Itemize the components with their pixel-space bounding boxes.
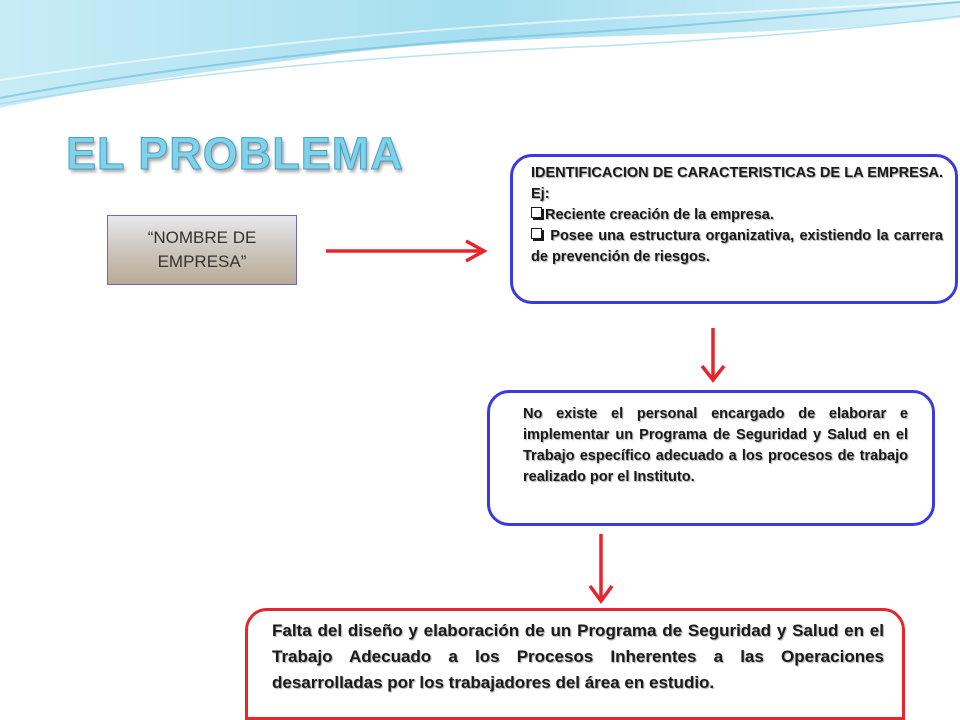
company-name-box: “NOMBRE DE EMPRESA” bbox=[107, 215, 297, 285]
identification-bullet-1-text: Reciente creación de la empresa. bbox=[545, 207, 774, 223]
right-arrow bbox=[326, 239, 488, 263]
identification-box: IDENTIFICACION DE CARACTERISTICAS DE LA … bbox=[510, 154, 958, 304]
identification-bullet-2: Posee una estructura organizativa, exist… bbox=[531, 226, 943, 268]
down-arrow-2 bbox=[588, 534, 614, 604]
company-name-text: “NOMBRE DE EMPRESA” bbox=[147, 228, 257, 271]
identification-bullet-2-text: Posee una estructura organizativa, exist… bbox=[531, 228, 943, 265]
identification-heading: IDENTIFICACION DE CARACTERISTICAS DE LA … bbox=[531, 165, 943, 202]
identification-bullet-1: Reciente creación de la empresa. bbox=[531, 205, 943, 226]
down-arrow-1 bbox=[700, 328, 726, 383]
header-wave-decoration bbox=[0, 0, 960, 108]
slide-title: EL PROBLEMA bbox=[66, 128, 404, 180]
finding-box: No existe el personal encargado de elabo… bbox=[487, 390, 935, 526]
square-bullet-icon bbox=[531, 228, 542, 239]
finding-text: No existe el personal encargado de elabo… bbox=[523, 406, 908, 485]
problem-statement-text: Falta del diseño y elaboración de un Pro… bbox=[272, 621, 884, 692]
problem-statement-box: Falta del diseño y elaboración de un Pro… bbox=[245, 608, 905, 720]
square-bullet-icon bbox=[531, 207, 542, 218]
